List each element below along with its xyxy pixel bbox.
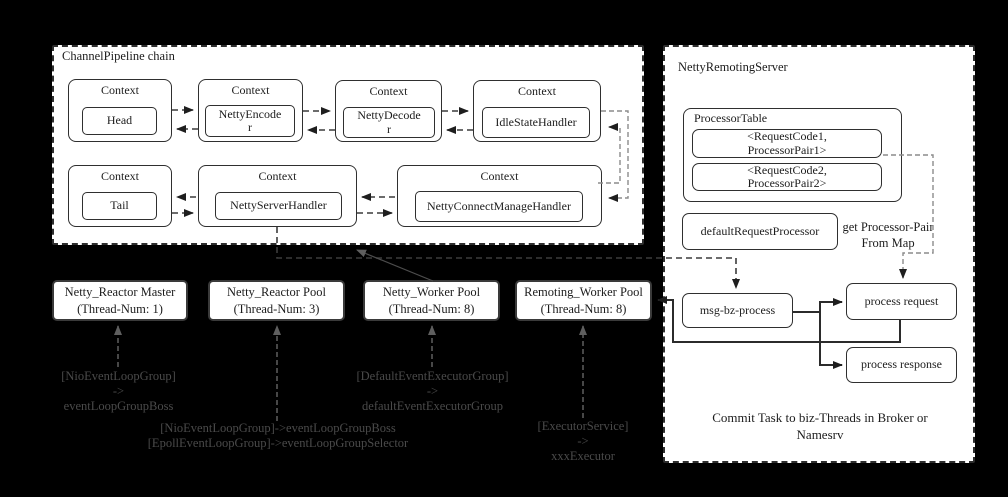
annotation-executor-service: [ExecutorService] -> xxxExecutor <box>520 419 646 464</box>
processor-table-title: ProcessorTable <box>694 111 768 125</box>
handler-label: Head <box>106 113 133 128</box>
handler-label: NettyEncoder <box>218 106 282 134</box>
annotation-line: -> <box>426 384 439 398</box>
handler-label: IdleStateHandler <box>495 114 577 129</box>
handler-label: NettyDecoder <box>357 108 421 136</box>
context-label: Context <box>369 84 408 98</box>
msg-bz-process-box: msg-bz-process <box>682 293 793 328</box>
processor-pair-entry-1: <RequestCode1, ProcessorPair1> <box>692 129 882 158</box>
pool-remoting-worker-pool: Remoting_Worker Pool (Thread-Num: 8) <box>515 280 652 321</box>
pool-thread-num: (Thread-Num: 3) <box>233 301 320 316</box>
pool-netty-reactor-master: Netty_Reactor Master (Thread-Num: 1) <box>52 280 188 321</box>
process-response-box: process response <box>846 347 957 383</box>
pool-name: Netty_Worker Pool <box>382 285 481 300</box>
note-line: get Processor-Pair <box>842 220 934 234</box>
default-request-processor-box: defaultRequestProcessor <box>682 213 838 250</box>
context-label: Context <box>258 169 297 183</box>
annotation-line: [NioEventLoopGroup]->eventLoopGroupBoss <box>160 421 396 435</box>
annotation-line: -> <box>577 434 589 448</box>
processor-pair-entry-2: <RequestCode2, ProcessorPair2> <box>692 163 882 191</box>
pool-thread-num: (Thread-Num: 1) <box>77 301 163 316</box>
handler-connect-manage: NettyConnectManageHandler <box>415 191 583 222</box>
pool-thread-num: (Thread-Num: 8) <box>388 301 475 316</box>
process-request-box: process request <box>846 283 957 320</box>
pool-name: Remoting_Worker Pool <box>524 285 643 300</box>
note-line: Namesrv <box>796 426 844 442</box>
handler-head: Head <box>82 107 157 135</box>
context-label: Context <box>518 84 556 98</box>
netty-remoting-server-title: NettyRemotingServer <box>678 60 788 74</box>
annotation-line: [DefaultEventExecutorGroup] <box>356 369 509 383</box>
annotation-line: -> <box>112 384 125 398</box>
annotation-event-loop-group-boss: [NioEventLoopGroup] -> eventLoopGroupBos… <box>46 369 191 414</box>
context-label: Context <box>101 169 139 183</box>
pool-name: Netty_Reactor Master <box>64 285 176 300</box>
get-processor-pair-note: get Processor-Pair From Map <box>826 219 950 252</box>
pool-name: Netty_Reactor Pool <box>227 285 326 300</box>
pool-thread-num: (Thread-Num: 8) <box>540 301 627 316</box>
annotation-line: [NioEventLoopGroup] <box>61 369 176 383</box>
note-line: Commit Task to biz-Threads in Broker or <box>712 410 928 425</box>
annotation-line: defaultEventExecutorGroup <box>362 399 503 413</box>
context-label: Context <box>480 169 519 183</box>
annotation-line: xxxExecutor <box>551 449 615 463</box>
handler-netty-decoder: NettyDecoder <box>343 107 435 138</box>
annotation-line: [EpollEventLoopGroup]->eventLoopGroupSel… <box>147 436 409 450</box>
note-line: From Map <box>861 236 915 251</box>
context-label: Context <box>231 83 270 97</box>
commit-task-note: Commit Task to biz-Threads in Broker or … <box>690 410 950 444</box>
handler-netty-server: NettyServerHandler <box>215 192 342 220</box>
entry-label: <RequestCode1, ProcessorPair1> <box>747 129 827 157</box>
wire-worker-pool-to-pipeline <box>356 249 434 282</box>
handler-netty-encoder: NettyEncoder <box>205 105 295 137</box>
handler-label: Tail <box>110 198 129 213</box>
handler-idle-state: IdleStateHandler <box>482 107 590 138</box>
pool-netty-worker-pool: Netty_Worker Pool (Thread-Num: 8) <box>363 280 500 321</box>
handler-tail: Tail <box>82 192 157 220</box>
annotation-event-loop-group-selector: [NioEventLoopGroup]->eventLoopGroupBoss … <box>133 421 423 451</box>
channel-pipeline-title: ChannelPipeline chain <box>62 49 175 63</box>
pool-netty-reactor-pool: Netty_Reactor Pool (Thread-Num: 3) <box>208 280 345 321</box>
annotation-line: [ExecutorService] <box>537 419 629 433</box>
context-label: Context <box>101 83 139 97</box>
entry-label: <RequestCode2, ProcessorPair2> <box>747 162 827 190</box>
handler-label: NettyConnectManageHandler <box>427 198 571 213</box>
handler-label: NettyServerHandler <box>230 198 327 213</box>
annotation-default-event-executor-group: [DefaultEventExecutorGroup] -> defaultEv… <box>350 369 515 414</box>
annotation-line: eventLoopGroupBoss <box>63 399 174 413</box>
